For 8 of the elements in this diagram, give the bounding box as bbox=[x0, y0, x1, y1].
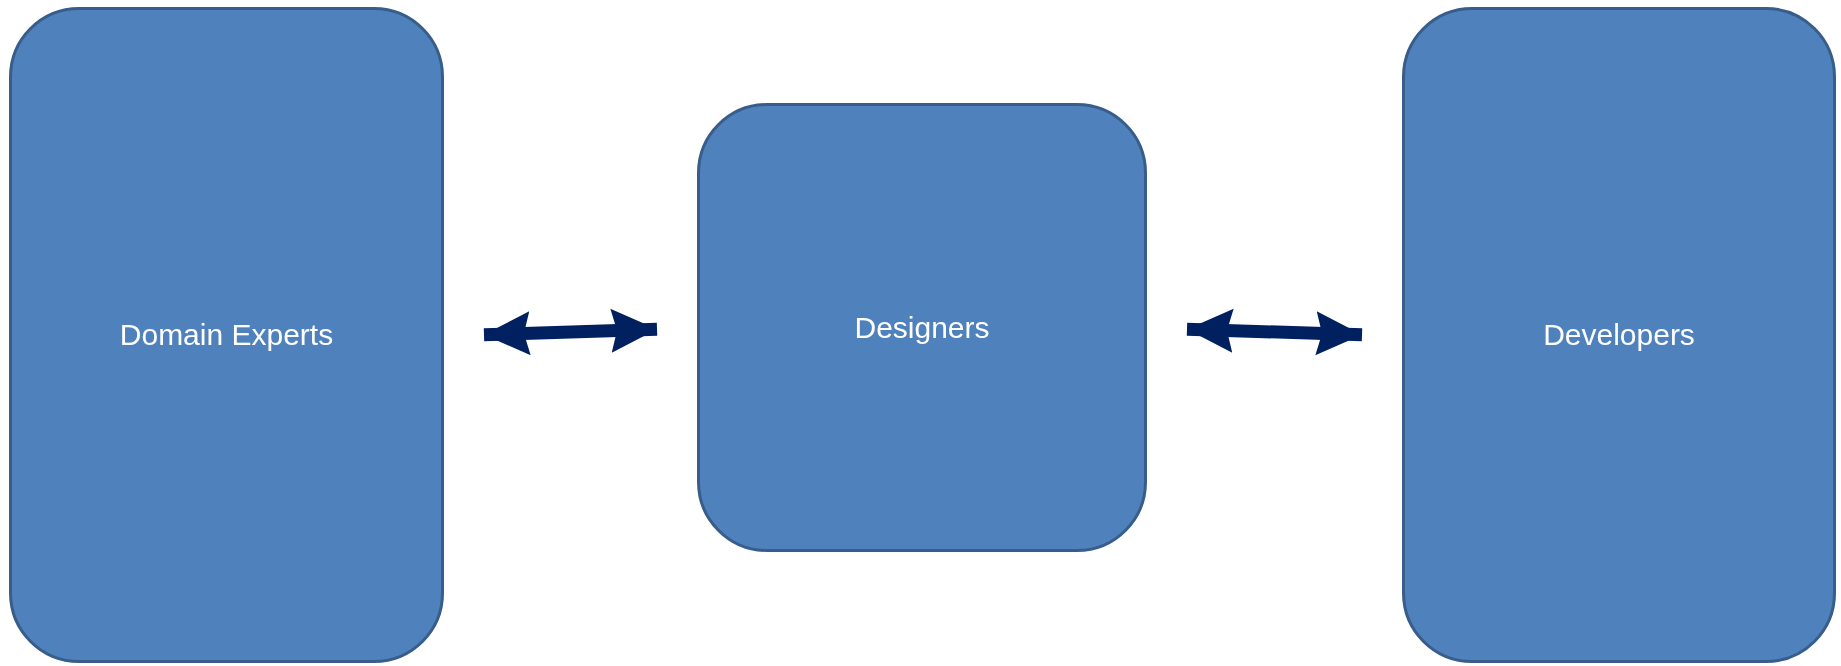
double-arrow bbox=[483, 308, 658, 356]
box-label: Developers bbox=[1543, 318, 1695, 352]
box-label: Domain Experts bbox=[119, 318, 334, 352]
rounded-box bbox=[697, 103, 1147, 552]
rounded-box bbox=[9, 7, 444, 663]
rounded-box bbox=[1402, 7, 1836, 663]
box-label: Designers bbox=[854, 310, 990, 345]
double-arrow bbox=[1186, 308, 1363, 356]
